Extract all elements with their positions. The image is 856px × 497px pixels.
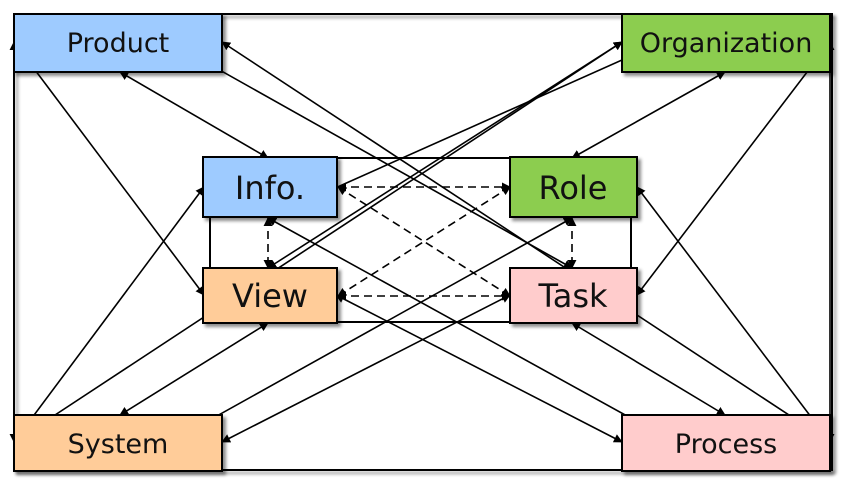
arrow-process-role [636,186,831,443]
node-system: System [13,414,223,472]
node-role-label: Role [539,169,608,207]
node-task-label: Task [537,277,608,315]
node-info: Info. [202,156,338,218]
dashed-role-view [337,186,511,297]
node-role: Role [509,156,638,218]
node-system-box [13,414,223,472]
node-organization-box [621,13,831,73]
node-info-label: Info. [235,169,305,207]
arrow-organization-task [636,41,831,296]
node-product: Product [13,13,223,73]
arrow-system-info [13,186,205,443]
node-view: View [202,267,338,324]
arrow-process-view [335,294,623,443]
node-system-label: System [68,429,169,460]
node-organization: Organization [621,13,831,73]
arrow-system-view [119,322,269,416]
node-organization-label: Organization [640,28,813,59]
node-product-label: Product [67,28,170,59]
solid-connections [9,13,835,471]
node-task-box [509,267,638,324]
node-task: Task [509,267,638,324]
dashed-connections [263,182,577,301]
arrow-process-task [571,322,726,416]
arrow-product-view [13,41,205,296]
node-view-box [202,267,338,324]
node-info-box [202,156,338,218]
node-process-box [621,414,831,472]
node-view-label: View [232,277,308,315]
arrow-organization-role [571,71,726,159]
node-role-box [509,156,638,218]
arrow-organization-system [13,41,623,443]
node-process: Process [621,414,831,472]
arrow-organization-view [267,41,623,269]
node-product-box [13,13,223,73]
node-process-label: Process [675,429,777,460]
